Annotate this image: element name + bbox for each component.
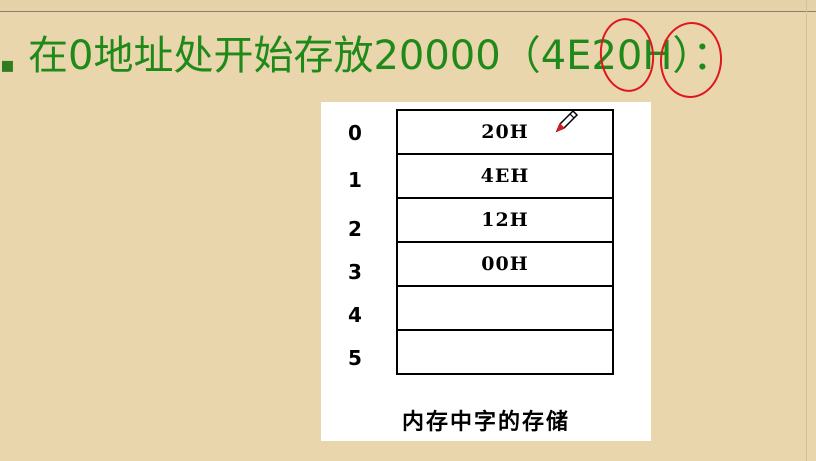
memory-caption: 内存中字的存储 xyxy=(401,410,570,435)
address-label-0: 0 xyxy=(348,121,362,145)
headline-text-before: 在0地址处开始存放20000（ xyxy=(28,33,541,79)
pen-icon xyxy=(555,109,579,133)
top-divider xyxy=(0,0,816,12)
memory-cell: 20H xyxy=(396,109,614,155)
headline-circled-20: 20 xyxy=(591,33,643,79)
memory-table: 20H 4EH 12H 00H xyxy=(396,109,614,375)
memory-value: 12H xyxy=(481,209,529,231)
address-label-4: 4 xyxy=(348,303,362,327)
headline-text-after: H）： xyxy=(642,33,733,79)
annotation-circle-4e xyxy=(596,15,658,95)
headline-circled-4e: 4E xyxy=(540,33,592,79)
memory-cell: 12H xyxy=(396,197,614,243)
memory-value: 00H xyxy=(481,253,529,275)
right-divider xyxy=(806,0,807,461)
memory-cell: 4EH xyxy=(396,153,614,199)
memory-cell: 00H xyxy=(396,241,614,287)
address-label-5: 5 xyxy=(348,346,362,370)
memory-value: 4EH xyxy=(480,165,530,187)
memory-cell xyxy=(396,329,614,375)
headline: 在0地址处开始存放20000（4E20H）： xyxy=(28,36,732,76)
annotation-circle-20 xyxy=(657,19,725,101)
address-label-1: 1 xyxy=(348,168,362,192)
memory-cell xyxy=(396,285,614,331)
memory-value: 20H xyxy=(481,121,529,143)
bullet-icon: ▪ xyxy=(0,53,15,78)
address-label-2: 2 xyxy=(348,217,362,241)
address-label-3: 3 xyxy=(348,260,362,284)
